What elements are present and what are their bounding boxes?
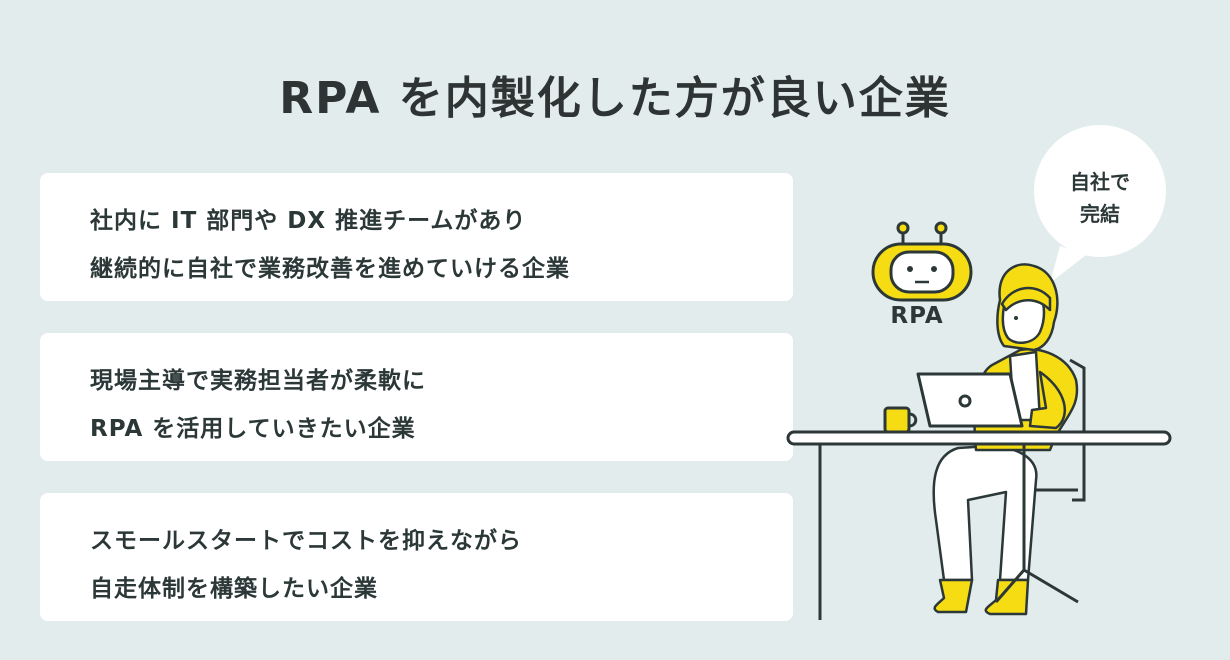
speech-bubble-line: 自社で	[1070, 170, 1130, 194]
criteria-card-1: 社内に IT 部門や DX 推進チームがあり 継続的に自社で業務改善を進めていけ…	[40, 173, 793, 301]
criteria-card-3: スモールスタートでコストを抑えながら 自走体制を構築したい企業	[40, 493, 793, 621]
card-text-line: 継続的に自社で業務改善を進めていける企業	[90, 256, 570, 282]
desk	[786, 430, 1172, 620]
criteria-card-2: 現場主導で実務担当者が柔軟に RPA を活用していきたい企業	[40, 333, 793, 461]
robot-label: RPA	[890, 303, 944, 329]
card-text-line: 社内に IT 部門や DX 推進チームがあり	[90, 208, 527, 234]
speech-bubble-icon	[1034, 125, 1166, 283]
mug-icon	[883, 406, 918, 434]
card-text-line: 自走体制を構築したい企業	[90, 576, 378, 602]
robot-icon	[871, 221, 973, 302]
laptop-icon	[916, 372, 1024, 428]
card-text-line: RPA を活用していきたい企業	[90, 416, 416, 442]
card-text-line: スモールスタートでコストを抑えながら	[90, 528, 522, 554]
card-text-line: 現場主導で実務担当者が柔軟に	[90, 368, 426, 394]
speech-bubble-line: 完結	[1080, 202, 1120, 226]
speech-bubble-text: 自社で 完結	[1034, 166, 1166, 230]
page-title: RPA を内製化した方が良い企業	[279, 73, 951, 124]
